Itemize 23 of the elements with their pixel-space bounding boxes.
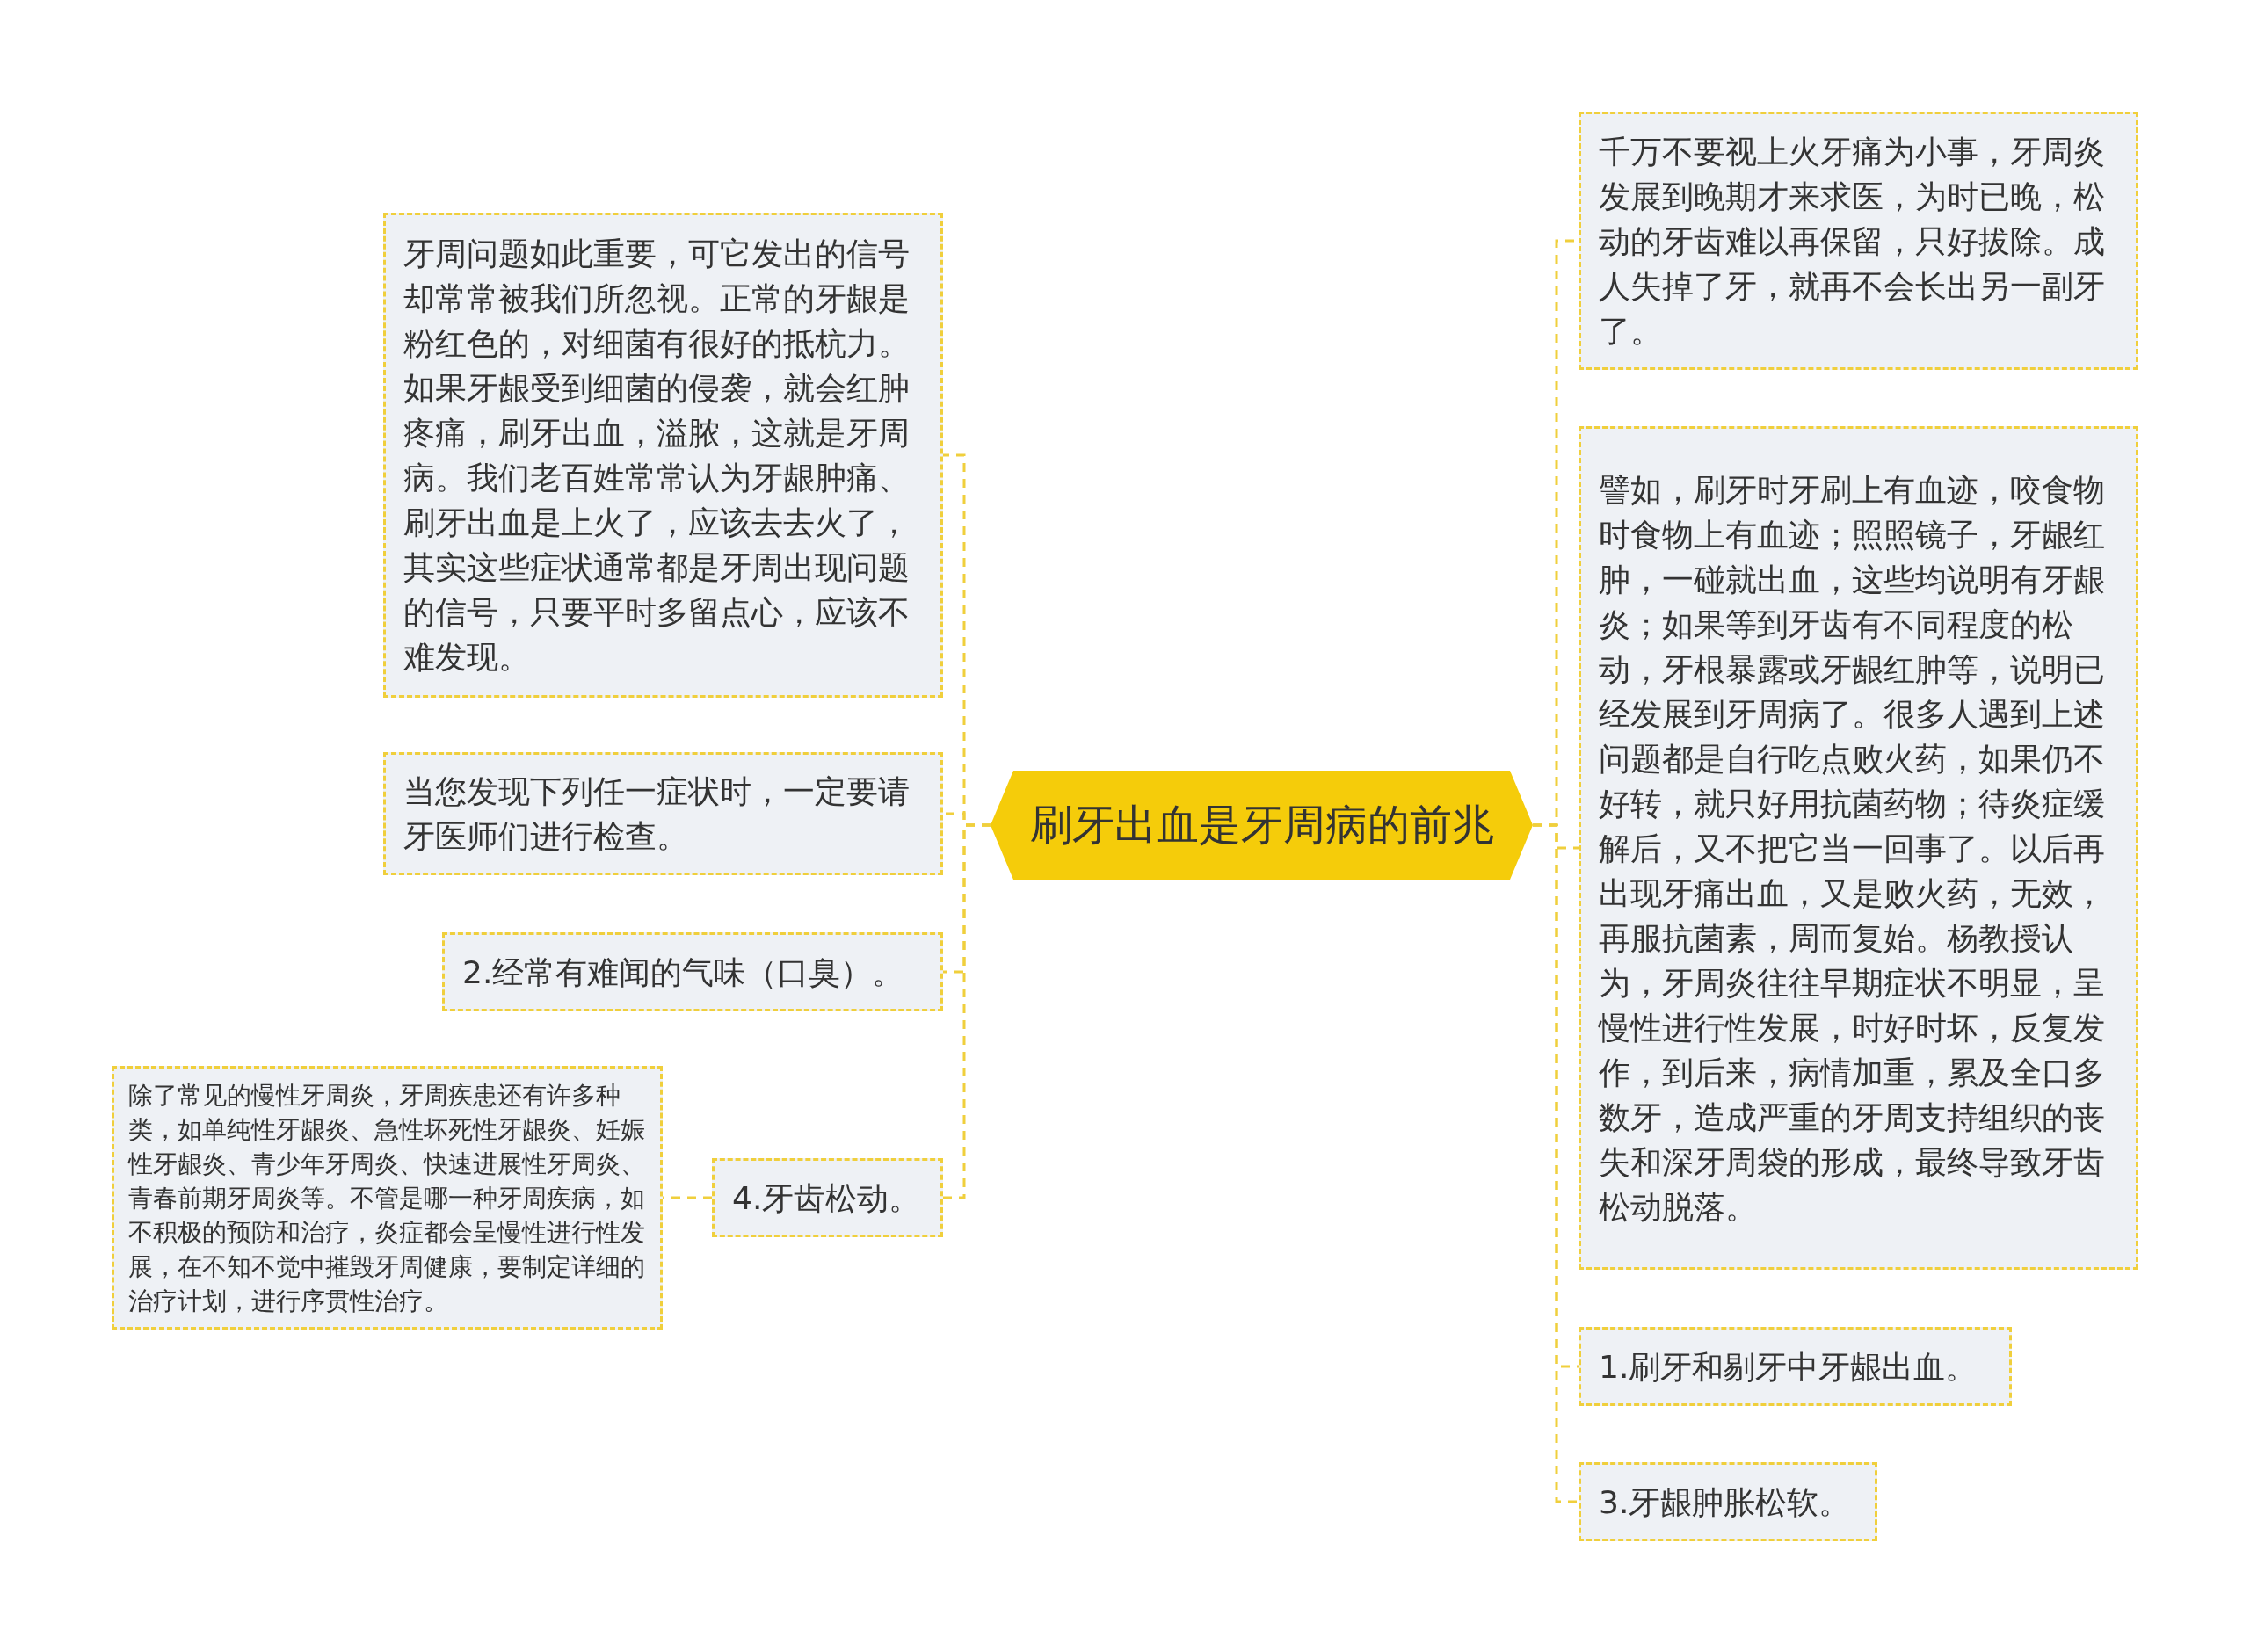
topic-box <box>1579 426 2138 1270</box>
topic-text: 千万不要视上火牙痛为小事，牙周炎发展到晚期才来求医，为时已晚，松动的牙齿难以再保留，只好拔除。成人失掉了牙，就再不会长出另一副牙了。 <box>1599 132 2106 351</box>
topic-box <box>1579 112 2138 370</box>
topic-box <box>712 1158 943 1237</box>
central-topic-hexagon <box>991 771 1533 880</box>
topic-box <box>112 1066 663 1330</box>
topic-box <box>1579 1327 2012 1406</box>
connector-line <box>1533 823 1579 1503</box>
central-topic-text: 刷牙出血是牙周病的前兆 <box>1029 799 1494 851</box>
topic-box <box>383 213 943 698</box>
topic-text: 譬如，刷牙时牙刷上有血迹，咬食物时食物上有血迹；照照镜子，牙龈红肿，一碰就出血，这些均说明有牙龈炎；如果等到牙齿有不同程度的松动，牙根暴露或牙龈红肿等，说明已经发展到牙周病了。很多人遇到上述问题都是自行吃点败火药，如果仍不好转，就只好用抗菌药物；待炎症缓解后，又不把它当一回事了。以后再出现牙痛出血，又是败火药，无效，再服抗菌素，周而复始。杨教授认为，牙周炎往往早期症状不明显，呈慢性进行性发展，时好时坏，反复发作，到后来，病情加重，累及全口多数牙，造成严重的牙周支持组织的丧失和深牙周袋的形成，最终导致牙齿松动脱落。 <box>1599 470 2106 1227</box>
topic-text: 当您发现下列任一症状时，一定要请牙医师们进行检查。 <box>403 772 911 856</box>
topic-text: 除了常见的慢性牙周炎，牙周疾患还有许多种类，如单纯性牙龈炎、急性坏死性牙龈炎、妊娠性牙龈炎、青少年牙周炎、快速进展性牙周炎、青春前期牙周炎等。不管是哪一种牙周疾病，如不积极的预防和治疗，炎症都会呈慢性进行性发展，在不知不觉中摧毁牙周健康，要制定详细的治疗计划，进行序贯性治疗。 <box>128 1079 646 1317</box>
topic-box <box>1579 1462 1877 1541</box>
connector-line <box>943 823 991 1199</box>
topic-text: 3.牙龈肿胀松软。 <box>1599 1482 1851 1522</box>
topic-text: 1.刷牙和剔牙中牙龈出血。 <box>1599 1347 1978 1387</box>
topic-text: 2.经常有难闻的气味（口臭）。 <box>462 953 904 992</box>
connector-line <box>663 1196 712 1199</box>
topic-text: 牙周问题如此重要，可它发出的信号却常常被我们所忽视。正常的牙龈是粉红色的，对细菌有很好的抵杭力。如果牙龈受到细菌的侵袭，就会红肿疼痛，刷牙出血，溢脓，这就是牙周病。我们老百姓常常认为牙龈肿痛、刷牙出血是上火了，应该去去火了，其实这些症状通常都是牙周出现问题的信号，只要平时多留点心，应该不难发现。 <box>403 235 911 677</box>
topic-text: 4.牙齿松动。 <box>732 1178 921 1218</box>
topic-box <box>442 932 943 1011</box>
topic-box <box>383 752 943 875</box>
